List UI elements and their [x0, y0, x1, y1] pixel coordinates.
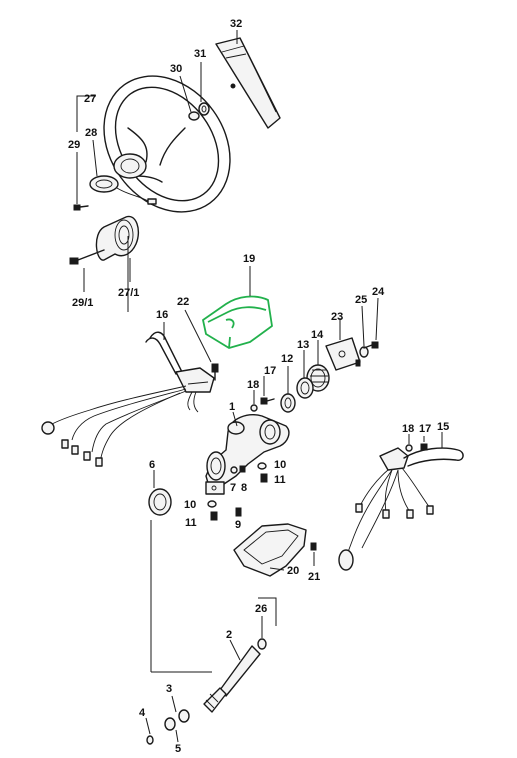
- part-screw-24: [363, 297, 379, 349]
- callout-11b: 11: [185, 517, 197, 529]
- callout-1: 1: [229, 401, 235, 413]
- assembly-lines: [127, 236, 277, 673]
- callout-21: 21: [308, 571, 320, 583]
- part-nut-5: [164, 717, 179, 743]
- callout-7: 7: [230, 482, 236, 494]
- callout-2: 2: [226, 629, 232, 641]
- callout-27: 27: [84, 93, 96, 105]
- callout-19: 19: [243, 253, 255, 265]
- part-seal-ring-6: [148, 470, 172, 516]
- callout-23: 23: [331, 311, 343, 323]
- part-washer-7: [230, 466, 238, 474]
- part-screw-21: [310, 542, 317, 566]
- part-washer-18a: [250, 390, 258, 412]
- part-screw-29: [73, 152, 89, 211]
- callout-25: 25: [355, 294, 367, 306]
- callout-3: 3: [166, 683, 172, 695]
- callout-16: 16: [156, 309, 168, 321]
- callout-10a: 10: [274, 459, 286, 471]
- callout-29-1: 29/1: [72, 297, 93, 309]
- part-screw-17b: [420, 436, 428, 451]
- callout-20: 20: [287, 565, 299, 577]
- callout-15: 15: [437, 421, 449, 433]
- part-screw-17a: [260, 376, 275, 405]
- callout-29: 29: [68, 139, 80, 151]
- part-washer-3: [171, 695, 190, 723]
- part-column-housing: [205, 411, 290, 495]
- callout-27-1: 27/1: [118, 287, 139, 299]
- callout-8: 8: [241, 482, 247, 494]
- part-hub-adapter: [95, 215, 140, 282]
- part-bolt-11b: [260, 473, 268, 483]
- callout-14: 14: [311, 329, 324, 341]
- part-wiper-switch: [338, 432, 464, 571]
- part-steering-shaft: [203, 639, 261, 713]
- part-washer-10b: [257, 462, 267, 470]
- callout-10b: 10: [184, 499, 196, 511]
- part-bolt-22: [184, 309, 219, 381]
- callout-24: 24: [372, 286, 385, 298]
- part-indicator-switch: [41, 322, 215, 467]
- callout-26: 26: [255, 603, 267, 615]
- part-steering-wheel: [76, 75, 231, 213]
- callout-6: 6: [149, 459, 155, 471]
- callout-30: 30: [170, 63, 182, 75]
- part-washer-18b: [405, 434, 413, 452]
- part-bearing-12: [280, 366, 296, 413]
- callout-labels: 32 31 30 27 28 29 27/1 29/1 19 22 16 25 …: [68, 18, 449, 755]
- callout-18a: 18: [247, 379, 259, 391]
- part-clip-4: [145, 717, 154, 745]
- part-ring-13: [296, 350, 314, 399]
- part-bracket-23: [325, 318, 361, 371]
- callout-12: 12: [281, 353, 293, 365]
- part-screw-8: [239, 465, 246, 473]
- callout-17a: 17: [264, 365, 276, 377]
- part-nut-washer: [179, 62, 210, 121]
- part-bolt-11a: [210, 511, 218, 521]
- callout-17b: 17: [419, 423, 431, 435]
- part-washer-10a: [207, 500, 217, 508]
- callout-28: 28: [85, 127, 97, 139]
- part-horn-pad: [215, 30, 281, 129]
- callout-4: 4: [139, 707, 146, 719]
- callout-9: 9: [235, 519, 241, 531]
- part-column-cover-highlighted: [202, 266, 273, 349]
- part-long-bolt: [69, 249, 105, 292]
- part-contact-ring: [89, 139, 157, 205]
- part-ring-26: [257, 616, 267, 650]
- part-bolt-25: [359, 305, 369, 358]
- callout-18b: 18: [402, 423, 414, 435]
- callout-13: 13: [297, 339, 309, 351]
- part-screw-9: [235, 507, 242, 517]
- callout-22: 22: [177, 296, 189, 308]
- part-lower-cover: [233, 523, 307, 577]
- callout-11a: 11: [274, 474, 286, 486]
- callout-5: 5: [175, 743, 181, 755]
- callout-32: 32: [230, 18, 242, 30]
- callout-31: 31: [194, 48, 206, 60]
